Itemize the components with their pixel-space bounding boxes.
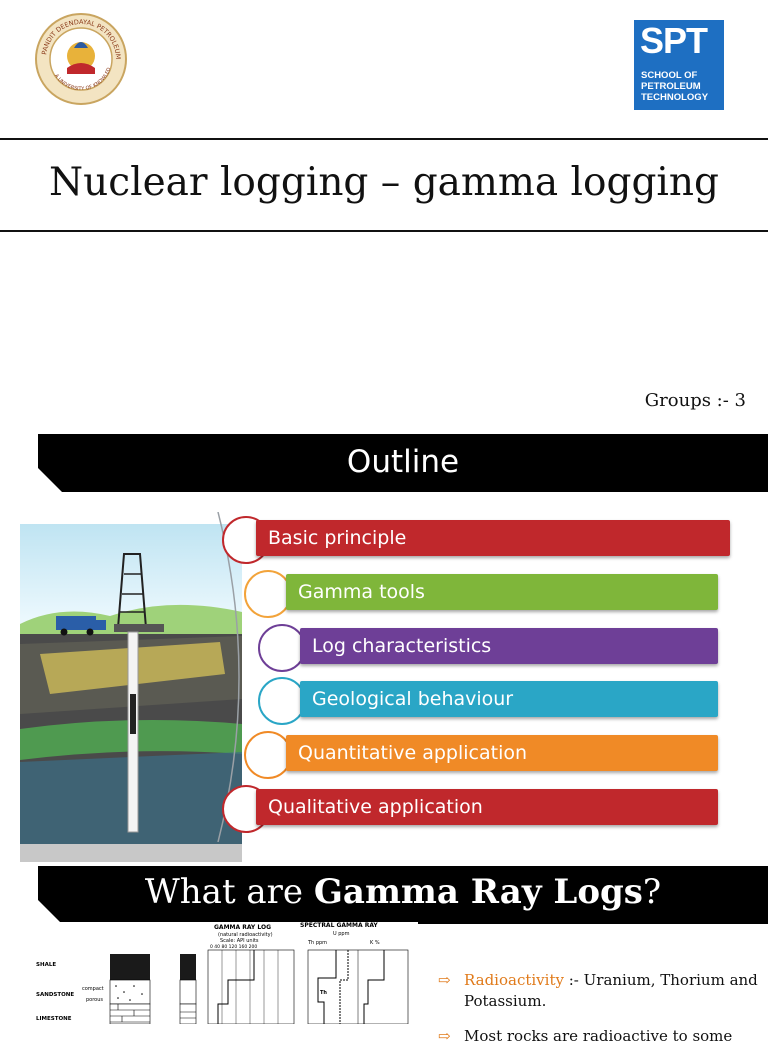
- row-compact: compact: [82, 986, 104, 992]
- sgr-title: SPECTRAL GAMMA RAY: [300, 922, 378, 929]
- sgr-u: U ppm: [333, 931, 350, 937]
- title-top-rule: [0, 138, 768, 140]
- gamma-title: What are Gamma Ray Logs?: [38, 872, 768, 912]
- outline-item-5-ring: [244, 731, 292, 779]
- row-porous: porous: [86, 997, 103, 1003]
- bullet-text: :- Uranium, Thorium and Potassium.: [464, 971, 758, 1010]
- gamma-title-post: ?: [642, 872, 662, 912]
- outline-item-label: Geological behaviour: [312, 688, 514, 710]
- gr-log-sub: (natural radioactivity): [218, 932, 273, 938]
- spt-logo-line1: SCHOOL OF: [641, 70, 698, 81]
- spt-logo-line2: PETROLEUM: [641, 81, 701, 92]
- row-limestone: LIMESTONE: [36, 1016, 72, 1022]
- gamma-title-bold: Gamma Ray Logs: [313, 872, 643, 912]
- gamma-ray-logs-slide: What are Gamma Ray Logs? GAMMA RAY LOG (…: [0, 866, 768, 1045]
- gamma-title-pre: What are: [144, 872, 314, 912]
- well-drilling-illustration: [20, 524, 242, 862]
- outline-slide: Outline Basic p: [0, 432, 768, 864]
- outline-item-geological-behaviour[interactable]: Geological behaviour: [300, 681, 718, 717]
- gr-log-title: GAMMA RAY LOG: [214, 924, 271, 931]
- outline-item-label: Quantitative application: [298, 742, 528, 764]
- row-shale: SHALE: [36, 962, 56, 968]
- gamma-banner: What are Gamma Ray Logs?: [38, 866, 768, 924]
- bullet-text: Most rocks are radioactive to some: [464, 1027, 733, 1045]
- outline-title: Outline: [346, 444, 460, 480]
- outline-item-quantitative-application[interactable]: Quantitative application: [286, 735, 718, 771]
- outline-item-label: Basic principle: [268, 527, 407, 549]
- sgr-th: Th ppm: [307, 940, 327, 946]
- title-slide: PANDIT DEENDAYAL PETROLEUM UNIVERSITY A …: [0, 0, 768, 430]
- sgr-k: K %: [370, 940, 380, 946]
- outline-item-3-ring: [258, 624, 306, 672]
- arrow-right-icon: ⇨: [438, 971, 451, 989]
- row-sandstone: SANDSTONE: [36, 992, 74, 998]
- spt-logo: SPT SCHOOL OF PETROLEUM TECHNOLOGY: [634, 20, 724, 110]
- outline-item-label: Log characteristics: [312, 635, 492, 657]
- arrow-right-icon: ⇨: [438, 1027, 451, 1045]
- gr-log-scale: Scale: API units: [220, 938, 259, 944]
- outline-item-log-characteristics[interactable]: Log characteristics: [300, 628, 718, 664]
- outline-item-label: Qualitative application: [268, 796, 483, 818]
- bullet-item: ⇨ Most rocks are radioactive to some: [438, 1026, 758, 1047]
- outline-item-basic-principle[interactable]: Basic principle: [256, 520, 730, 556]
- outline-item-2-ring: [244, 570, 292, 618]
- gamma-ray-log-figure: GAMMA RAY LOG (natural radioactivity) Sc…: [18, 922, 418, 1024]
- slide-title: Nuclear logging – gamma logging: [49, 160, 719, 205]
- groups-label: Groups :- 3: [644, 390, 746, 411]
- outline-item-label: Gamma tools: [298, 581, 425, 603]
- title-bottom-rule: [0, 230, 768, 232]
- spt-logo-line3: TECHNOLOGY: [641, 92, 709, 103]
- banner-notch: [38, 900, 62, 924]
- outline-item-4-ring: [258, 677, 306, 725]
- university-seal-logo: PANDIT DEENDAYAL PETROLEUM UNIVERSITY A …: [34, 12, 127, 105]
- bullet-item: ⇨ Radioactivity :- Uranium, Thorium and …: [438, 970, 758, 1012]
- outline-item-gamma-tools[interactable]: Gamma tools: [286, 574, 718, 610]
- banner-notch: [38, 468, 62, 492]
- gr-log-ticks: 0 40 80 120 160 200: [210, 944, 257, 950]
- outline-banner: Outline: [38, 434, 768, 492]
- sgr-th-mark: Th: [320, 990, 327, 996]
- bullet-highlight: Radioactivity: [464, 971, 564, 989]
- spt-logo-abbr: SPT: [640, 20, 708, 61]
- gamma-bullets: ⇨ Radioactivity :- Uranium, Thorium and …: [438, 970, 758, 1047]
- outline-item-qualitative-application[interactable]: Qualitative application: [256, 789, 718, 825]
- spt-logo-name: SCHOOL OF PETROLEUM TECHNOLOGY: [641, 70, 708, 103]
